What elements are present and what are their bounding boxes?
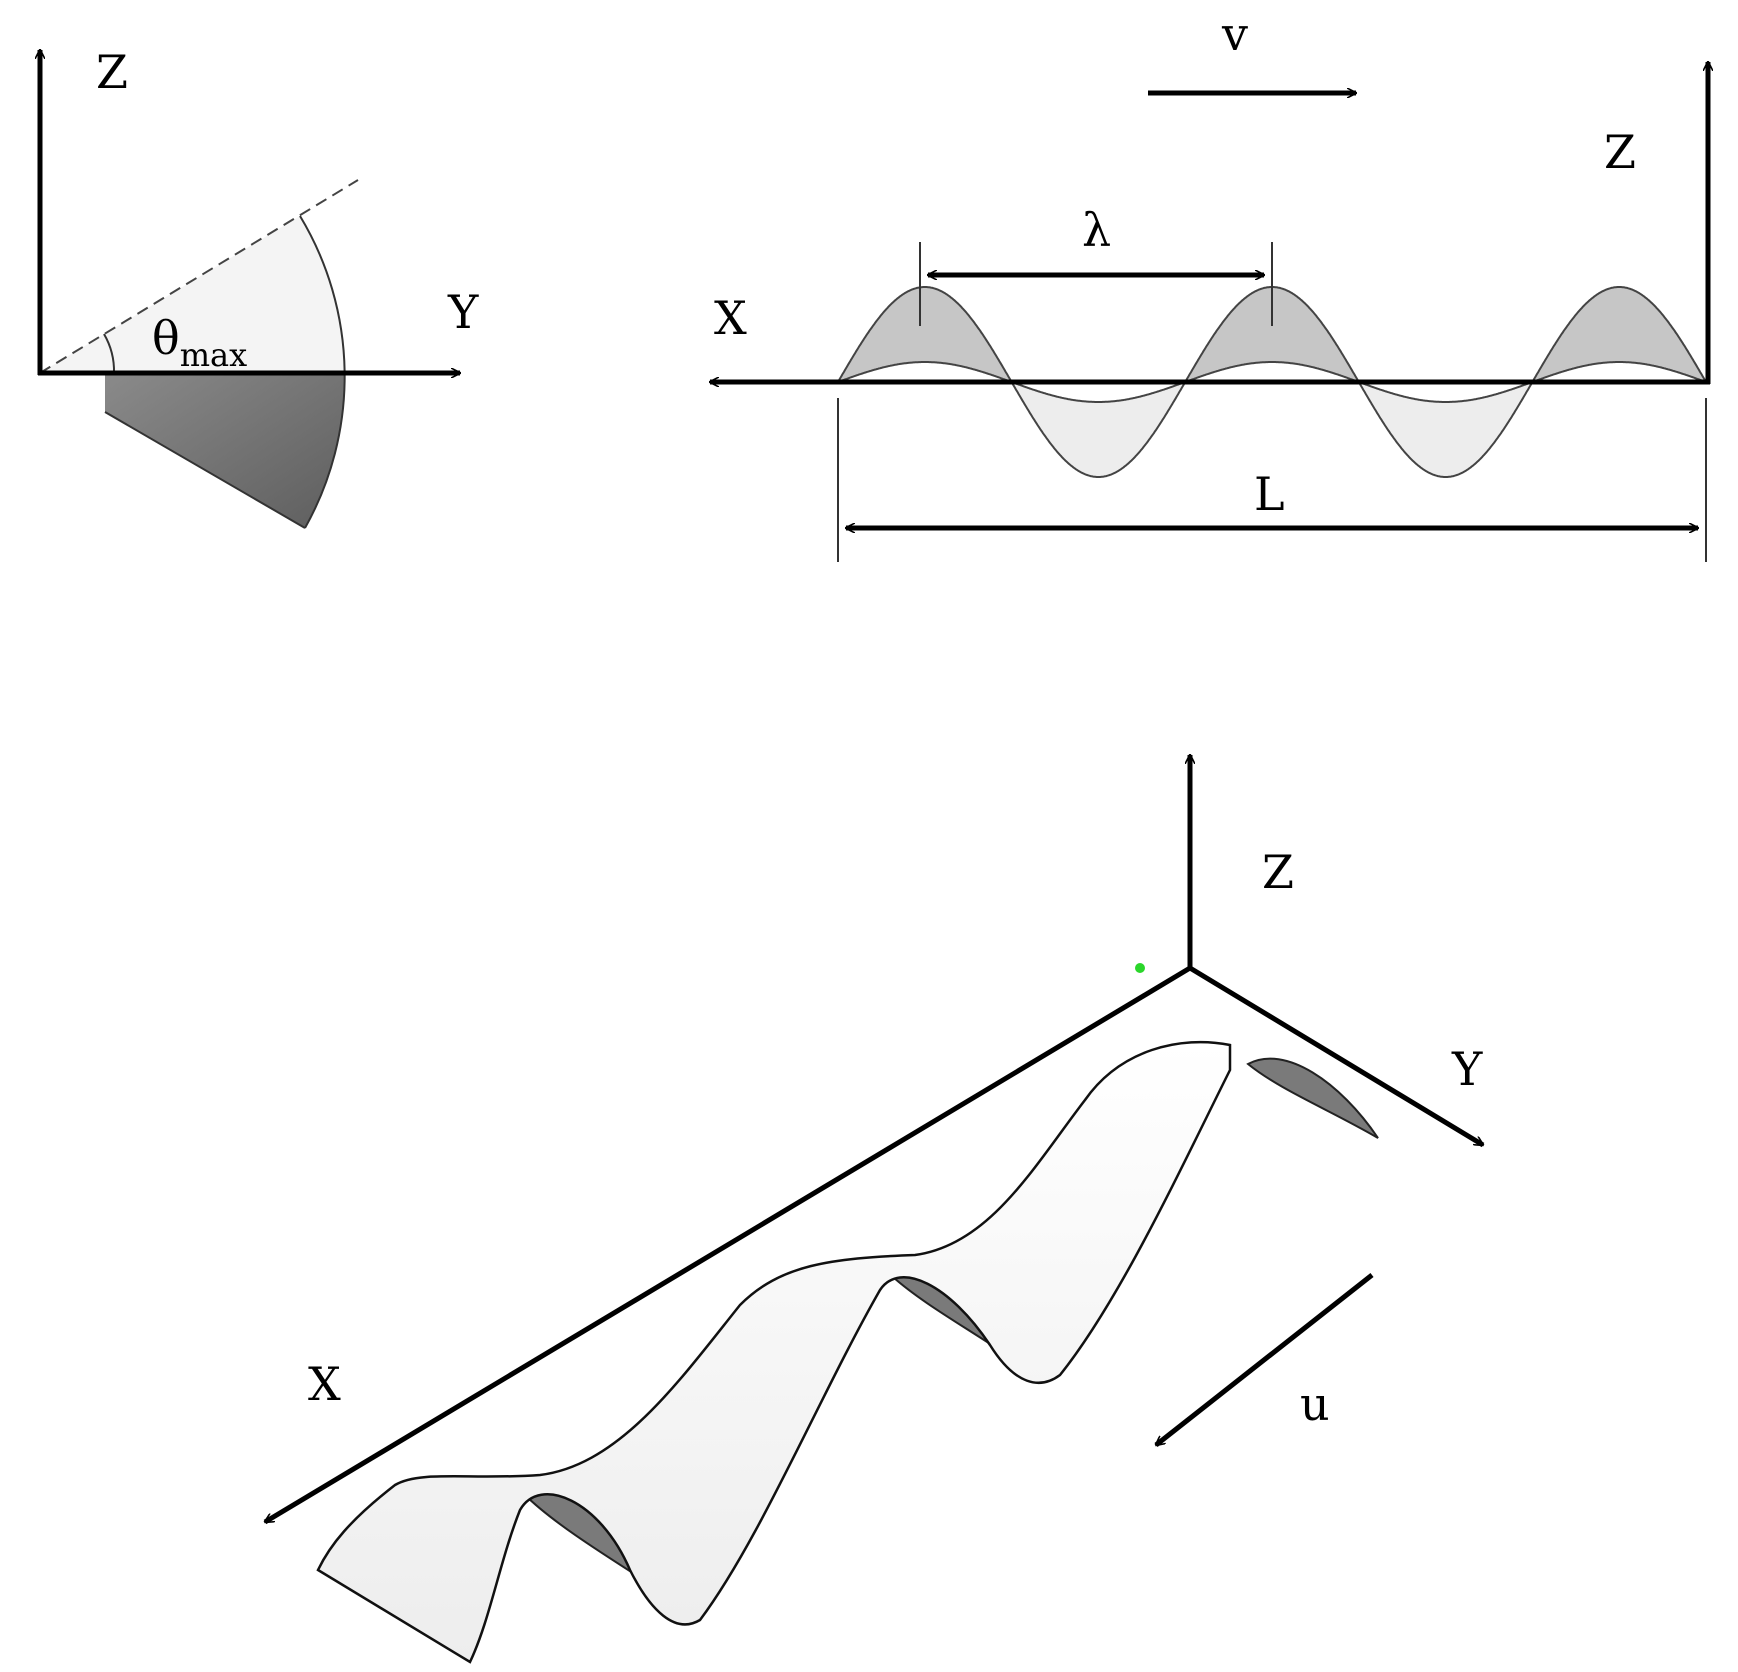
length-label: L	[1254, 467, 1285, 521]
fin-lower-lobes	[1009, 380, 1535, 478]
ribbon-shadow-1	[1246, 1057, 1379, 1139]
origin-marker	[1135, 963, 1145, 973]
v-label: v	[1221, 7, 1248, 61]
ribbon-surface	[316, 1040, 1232, 1664]
y-axis-label-3d: Y	[1451, 1042, 1483, 1096]
y-axis-arrow-3d	[1188, 965, 1483, 1148]
y-axis-label: Y	[447, 285, 479, 339]
z-axis-label: Z	[96, 45, 128, 99]
z-axis-label-right: Z	[1604, 125, 1636, 179]
u-label: u	[1300, 1377, 1330, 1431]
sector-lower-edge	[104, 411, 306, 529]
x-axis-label: X	[714, 291, 747, 345]
cross-section-panel: Z Y θmax	[38, 45, 479, 529]
wavelength-label: λ	[1082, 203, 1111, 257]
isometric-view-panel: Z Y X u	[265, 755, 1483, 1664]
x-axis-arrow-3d	[265, 965, 1192, 1525]
x-axis-label-3d: X	[308, 1357, 341, 1411]
u-arrow	[1156, 1273, 1374, 1447]
side-view-panel: v Z X λ L	[710, 7, 1710, 562]
sector-upper	[40, 216, 345, 373]
z-axis-label-3d: Z	[1262, 845, 1294, 899]
max-angle-dashed-line	[39, 179, 359, 374]
sector-lower	[105, 373, 346, 528]
theta-max-label: θmax	[152, 311, 247, 374]
